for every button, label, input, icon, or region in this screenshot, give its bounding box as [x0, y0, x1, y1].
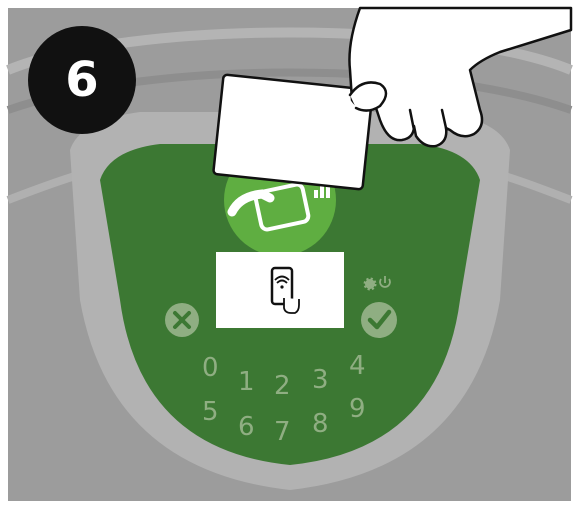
- confirm-button[interactable]: [361, 302, 397, 338]
- display-screen: [216, 252, 344, 328]
- gear-icon: [365, 279, 375, 289]
- step-number: 6: [65, 52, 98, 108]
- key-1[interactable]: 1: [238, 367, 255, 397]
- key-3[interactable]: 3: [312, 365, 329, 395]
- access-card: [213, 74, 373, 189]
- key-9[interactable]: 9: [349, 394, 366, 424]
- key-7[interactable]: 7: [274, 417, 291, 447]
- key-2[interactable]: 2: [274, 371, 291, 401]
- key-5[interactable]: 5: [202, 397, 219, 427]
- key-6[interactable]: 6: [238, 412, 255, 442]
- key-4[interactable]: 4: [349, 351, 366, 381]
- key-0[interactable]: 0: [202, 353, 219, 383]
- key-8[interactable]: 8: [312, 409, 329, 439]
